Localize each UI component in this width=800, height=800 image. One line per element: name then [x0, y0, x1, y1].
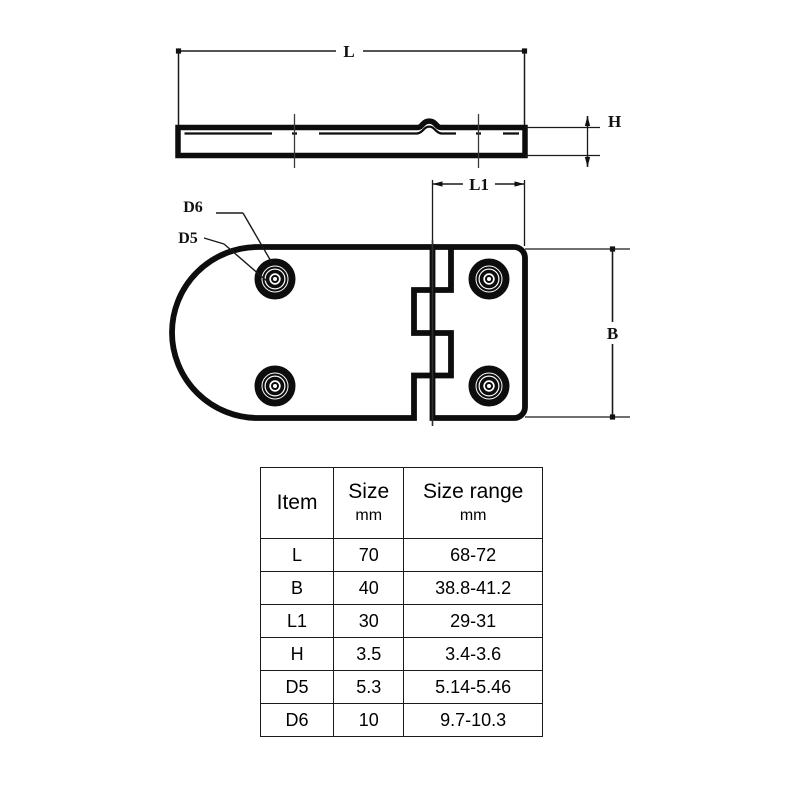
cell-size-range: 3.4-3.6 — [403, 637, 543, 671]
countersunk-hole-upper-right — [468, 258, 510, 300]
cell-size: 10 — [333, 703, 405, 737]
cell-item: D6 — [259, 703, 335, 737]
table-row: L 70 68-72 — [259, 538, 543, 572]
dimension-label-L: L — [343, 42, 354, 61]
plan-view: D6 D5 B — [169, 199, 630, 426]
table-header: Item Size mm Size range mm — [259, 467, 543, 539]
cell-size-range: 5.14-5.46 — [403, 670, 543, 704]
column-header-range-main: Size range — [422, 479, 524, 503]
cell-size-range: 38.8-41.2 — [403, 571, 543, 605]
table-row: H 3.5 3.4-3.6 — [259, 637, 543, 671]
table-row: B 40 38.8-41.2 — [259, 571, 543, 605]
callout-label-D6: D6 — [183, 199, 203, 216]
cell-size-range: 29-31 — [403, 604, 543, 638]
table-body: L 70 68-72 B 40 38.8-41.2 L1 30 29-31 H … — [259, 538, 543, 737]
cell-size: 70 — [333, 538, 405, 572]
cell-size: 5.3 — [333, 670, 405, 704]
countersink-notch-left-b — [297, 131, 319, 140]
table-row: L1 30 29-31 — [259, 604, 543, 638]
dimension-label-L1: L1 — [469, 175, 489, 194]
d5-leader-slant — [223, 243, 269, 283]
countersink-notch-right-b — [481, 131, 503, 140]
countersink-notch-left-a — [272, 131, 292, 140]
column-header-range-unit: mm — [459, 507, 487, 525]
column-header-size: Size mm — [333, 467, 405, 539]
cell-size-range: 68-72 — [403, 538, 543, 572]
column-header-size-unit: mm — [355, 507, 383, 525]
specification-table-container: Item Size mm Size range mm L 70 68- — [259, 467, 543, 737]
side-elevation-view: L H — [175, 42, 621, 168]
cell-item: H — [259, 637, 335, 671]
countersunk-hole-lower-left — [254, 365, 296, 407]
plan-left-leaf-outline — [169, 244, 436, 421]
table-row: D6 10 9.7-10.3 — [259, 703, 543, 737]
column-header-item: Item — [259, 467, 335, 539]
cell-item: L — [259, 538, 335, 572]
countersunk-hole-upper-left — [254, 258, 296, 300]
callout-label-D5: D5 — [178, 230, 198, 247]
cell-item: D5 — [259, 670, 335, 704]
dimension-label-H: H — [608, 112, 621, 131]
cell-size: 30 — [333, 604, 405, 638]
table-header-row: Item Size mm Size range mm — [259, 467, 543, 539]
side-view-body-outline — [175, 118, 528, 159]
dimension-label-B: B — [607, 324, 618, 343]
countersunk-hole-lower-right — [468, 365, 510, 407]
cell-item: B — [259, 571, 335, 605]
cell-size: 3.5 — [333, 637, 405, 671]
d6-leader-slant — [242, 212, 273, 264]
column-header-size-range: Size range mm — [403, 467, 543, 539]
table-row: D5 5.3 5.14-5.46 — [259, 670, 543, 704]
specification-table: Item Size mm Size range mm L 70 68- — [259, 467, 543, 737]
side-view-inner-line — [184, 125, 519, 135]
column-header-size-main: Size — [348, 479, 390, 503]
cell-size-range: 9.7-10.3 — [403, 703, 543, 737]
cell-size: 40 — [333, 571, 405, 605]
d5-leader-horizontal — [203, 237, 225, 245]
countersink-notch-right-a — [456, 131, 476, 140]
column-header-item-main: Item — [276, 490, 318, 514]
cell-item: L1 — [259, 604, 335, 638]
l1-dimension-group: L1 — [431, 175, 526, 246]
